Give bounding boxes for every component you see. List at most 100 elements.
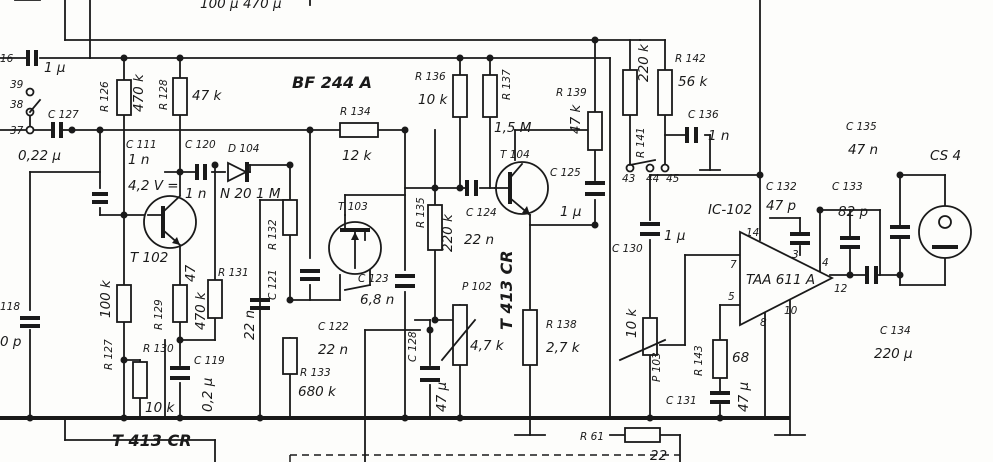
c128-value: 47 µ bbox=[434, 382, 450, 412]
r61-value: 22 bbox=[650, 448, 667, 462]
r136-ref: R 136 bbox=[415, 71, 446, 83]
c130-ref: C 130 bbox=[612, 243, 643, 255]
p102-value: 4,7 k bbox=[470, 338, 505, 354]
r61-ref: R 61 bbox=[580, 431, 604, 443]
c122-ref: C 122 bbox=[318, 321, 349, 333]
c120-value: 1 n bbox=[185, 186, 206, 202]
r134-ref: R 134 bbox=[340, 106, 371, 118]
transistor-t104 bbox=[494, 161, 549, 217]
cs4-ref: CS 4 bbox=[930, 148, 961, 164]
c132-value: 47 p bbox=[766, 198, 796, 214]
pin-12: 12 bbox=[834, 283, 848, 295]
c136-ref: C 136 bbox=[688, 109, 719, 121]
c119-value: 0,2 µ bbox=[200, 378, 216, 412]
r142-value: 56 k bbox=[678, 74, 708, 90]
transistor-t102 bbox=[143, 194, 197, 249]
diode-d104 bbox=[227, 161, 251, 183]
switch-37: 37 bbox=[10, 125, 24, 137]
resistors bbox=[116, 69, 728, 443]
r143-ref: R 143 bbox=[693, 345, 705, 376]
c127-value: 0,22 µ bbox=[18, 148, 61, 164]
r137-ref: R 137 bbox=[501, 69, 513, 100]
r135-ref: R 135 bbox=[415, 197, 427, 228]
r130-ref: R 130 bbox=[143, 343, 174, 355]
potentiometers bbox=[440, 304, 667, 366]
wiring bbox=[0, 0, 946, 462]
c134-ref: C 134 bbox=[880, 325, 911, 337]
d104-value: N 20 bbox=[220, 186, 252, 202]
r130-value: 10 k bbox=[145, 400, 175, 416]
r135-value: 220 k bbox=[440, 213, 456, 252]
capacitors bbox=[20, 50, 910, 404]
pin-44: 44 bbox=[646, 173, 659, 185]
r141-ref: R 141 bbox=[635, 127, 647, 158]
c123-value: 6,8 n bbox=[360, 292, 394, 308]
p102-ref: P 102 bbox=[462, 281, 492, 293]
r128-value: 47 k bbox=[192, 88, 222, 104]
r138-value: 2,7 k bbox=[546, 340, 581, 356]
c123-ref: C 123 bbox=[358, 273, 389, 285]
switch-38: 38 bbox=[10, 99, 24, 111]
junction-dots bbox=[26, 36, 904, 422]
r126-value: 470 k bbox=[131, 73, 147, 112]
c118-ref: 118 bbox=[0, 301, 20, 313]
c122-value: 22 n bbox=[318, 342, 348, 358]
c119-ref: C 119 bbox=[194, 355, 225, 367]
switch-39: 39 bbox=[10, 79, 24, 91]
pin-14: 14 bbox=[746, 227, 759, 239]
switch-contacts bbox=[25, 87, 670, 173]
r137-value: 1,5 M bbox=[494, 120, 532, 136]
transistor-t103 bbox=[328, 214, 382, 275]
r139-value: 47 k bbox=[568, 104, 584, 134]
labels: 100 µ 470 µ 16 1 µ 39 38 37 118 0 p C 12… bbox=[0, 0, 961, 462]
pin-43: 43 bbox=[622, 173, 635, 185]
t103-type: BF 244 A bbox=[292, 73, 372, 92]
r126-ref: R 126 bbox=[99, 81, 111, 112]
t104-type: T 413 CR bbox=[497, 250, 516, 330]
r132-value: 1 M bbox=[256, 186, 281, 202]
c125-ref: C 125 bbox=[550, 167, 581, 179]
r131-ref: R 131 bbox=[218, 267, 249, 279]
r136-value: 10 k bbox=[418, 92, 448, 108]
c120-ref: C 120 bbox=[185, 139, 216, 151]
ic102-type: TAA 611 A bbox=[746, 272, 815, 288]
c124-ref: C 124 bbox=[466, 207, 497, 219]
r133-ref: R 133 bbox=[300, 367, 331, 379]
top-values-label: 100 µ 470 µ bbox=[200, 0, 282, 12]
c130-value: 1 µ bbox=[664, 228, 685, 244]
r129-value: 47 bbox=[183, 264, 199, 282]
c135-ref: C 135 bbox=[846, 121, 877, 133]
r141-value: 220 k bbox=[636, 43, 652, 82]
c135-value: 47 n bbox=[848, 142, 878, 158]
r142-ref: R 142 bbox=[675, 53, 706, 65]
p103-value: 10 k bbox=[624, 308, 640, 338]
cs4-tube bbox=[918, 205, 972, 259]
r133-value: 680 k bbox=[298, 384, 337, 400]
c16-ref: 16 bbox=[0, 53, 14, 65]
bottom-transistor-label: T 413 CR bbox=[112, 431, 192, 450]
c127-ref: C 127 bbox=[48, 109, 79, 121]
c133-value: 82 p bbox=[838, 204, 868, 220]
c128-ref: C 128 bbox=[407, 331, 419, 362]
p103-ref: P 103 bbox=[651, 352, 663, 382]
c131-ref: C 131 bbox=[666, 395, 697, 407]
pin-4: 4 bbox=[822, 257, 829, 269]
r127-ref: R 127 bbox=[103, 339, 115, 370]
voltage-label: 4,2 V = bbox=[128, 178, 179, 194]
r132-ref: R 132 bbox=[267, 219, 279, 250]
pin-45: 45 bbox=[666, 173, 680, 185]
pin-8: 8 bbox=[760, 317, 767, 329]
c125-value: 1 µ bbox=[560, 204, 581, 220]
pin-7: 7 bbox=[730, 259, 737, 271]
c133-ref: C 133 bbox=[832, 181, 863, 193]
c111-ref: C 111 bbox=[126, 139, 157, 151]
r129-ref: R 129 bbox=[153, 299, 165, 330]
c134-value: 220 µ bbox=[874, 346, 913, 362]
t102-ref: T 102 bbox=[130, 250, 168, 266]
r131-value: 470 k bbox=[193, 291, 209, 330]
c121-value: 22 n bbox=[242, 310, 258, 340]
ic-taa611a bbox=[739, 230, 834, 327]
c121-ref: C 121 bbox=[267, 269, 279, 300]
